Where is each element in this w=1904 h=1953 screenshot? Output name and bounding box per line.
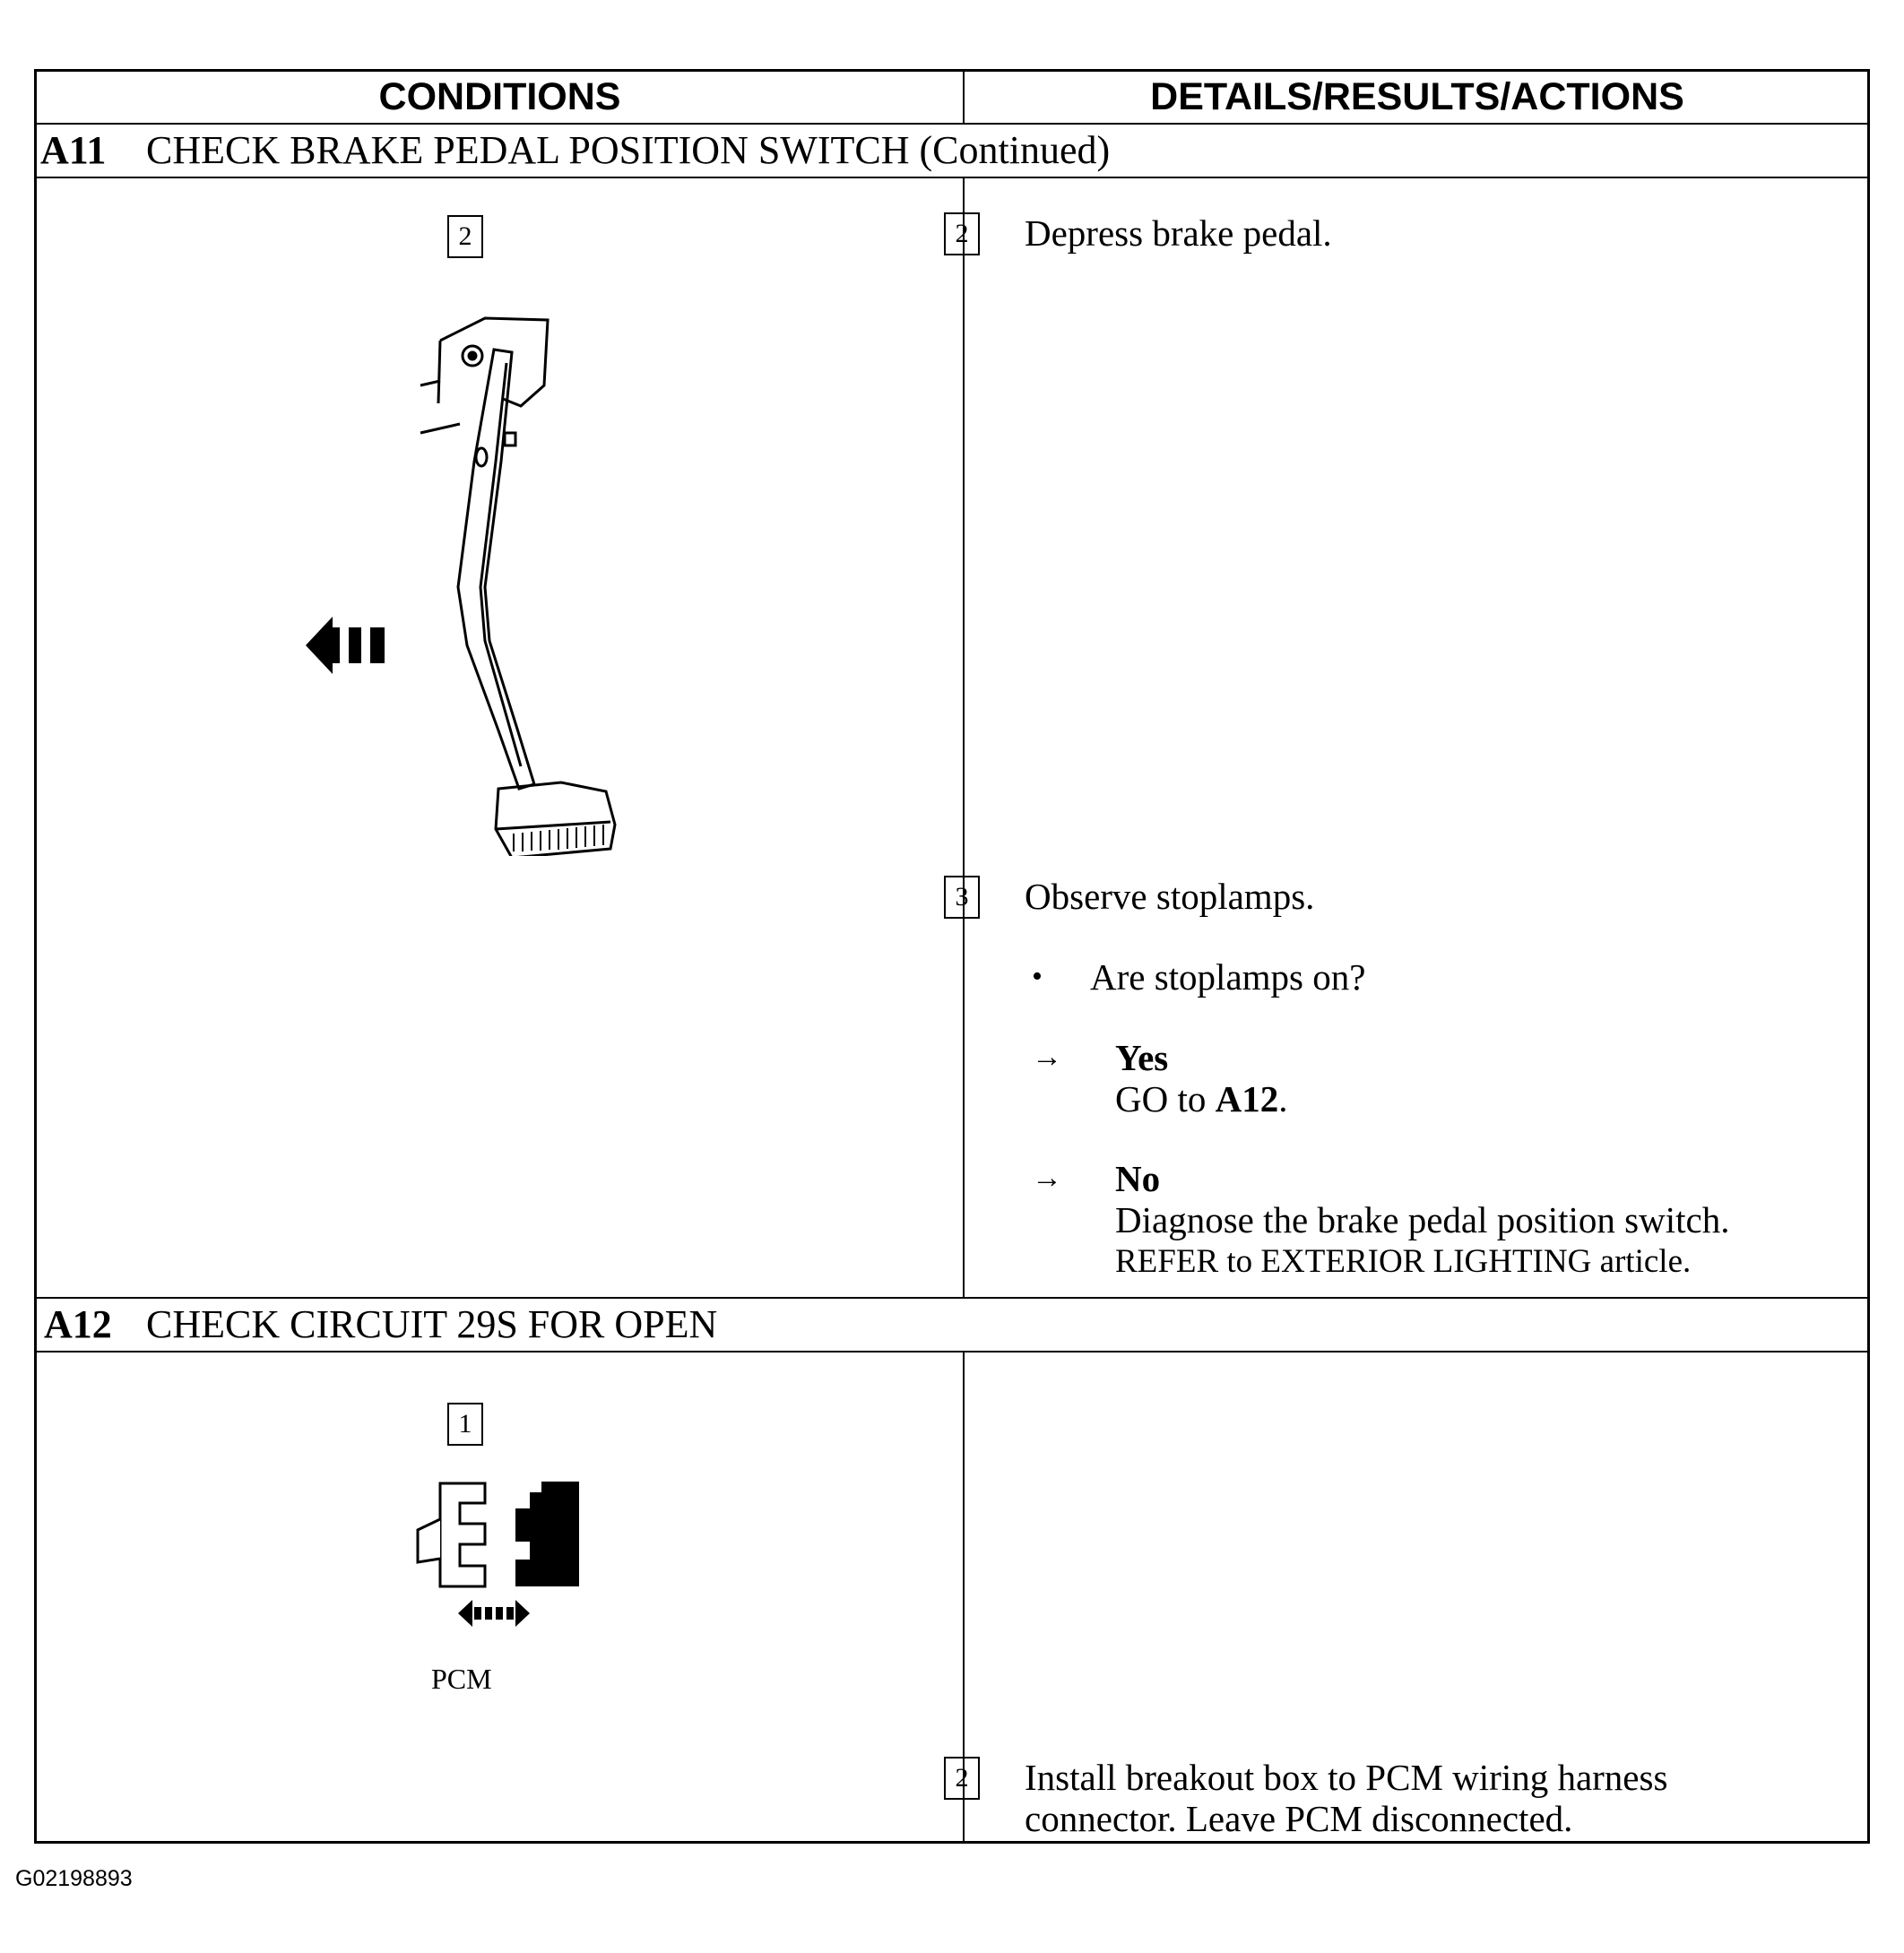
section-id: A12 — [44, 1302, 112, 1346]
a11-figure-step-box: 2 — [447, 215, 483, 258]
no-action-line2: REFER to EXTERIOR LIGHTING article. — [1115, 1243, 1692, 1280]
yes-action-prefix: GO to — [1115, 1078, 1216, 1119]
a11-step-3-question: Are stoplamps on? — [1090, 956, 1366, 998]
a12-step-2-number: 2 — [944, 1757, 980, 1800]
bullet-icon: • — [1032, 960, 1043, 993]
no-arrow-icon: → — [1032, 1162, 1062, 1195]
pcm-connector-illustration — [416, 1482, 579, 1627]
a12-figure-step-box: 1 — [447, 1403, 483, 1446]
yes-action-ref: A12 — [1215, 1078, 1279, 1119]
a12-title-rule — [37, 1351, 1867, 1352]
brake-pedal-illustration — [420, 316, 617, 856]
no-label: No — [1115, 1158, 1161, 1199]
push-direction-arrow-icon — [306, 617, 385, 674]
section-title: CHECK CIRCUIT 29S FOR OPEN — [146, 1302, 718, 1346]
pcm-label: PCM — [431, 1663, 492, 1695]
no-action-line1: Diagnose the brake pedal position switch… — [1115, 1199, 1730, 1240]
a11-divider — [963, 178, 965, 1297]
header-divider — [963, 72, 965, 123]
a12-step-2-line1: Install breakout box to PCM wiring harne… — [1025, 1757, 1668, 1798]
a11-step-3-number: 3 — [944, 876, 980, 919]
details-header: DETAILS/RESULTS/ACTIONS — [1150, 75, 1684, 118]
a12-step-2-line2: connector. Leave PCM disconnected. — [1025, 1798, 1573, 1839]
a11-step-3-text: Observe stoplamps. — [1025, 876, 1315, 917]
a11-step-2-number: 2 — [944, 212, 980, 255]
section-id: A11 — [40, 128, 107, 172]
a12-divider — [963, 1352, 965, 1844]
a11-bottom-rule — [37, 1297, 1867, 1299]
yes-arrow-icon: → — [1032, 1041, 1062, 1074]
yes-label: Yes — [1115, 1037, 1169, 1078]
yes-action: GO to A12. — [1115, 1078, 1287, 1119]
section-a11-title: A11 CHECK BRAKE PEDAL POSITION SWITCH (C… — [37, 123, 1865, 178]
procedure-table: CONDITIONS DETAILS/RESULTS/ACTIONS A11 C… — [34, 69, 1870, 1844]
yes-action-suffix: . — [1278, 1078, 1288, 1119]
header-rule — [37, 123, 1867, 125]
conditions-header: CONDITIONS — [378, 75, 621, 118]
figure-code: G02198893 — [15, 1866, 133, 1891]
section-title: CHECK BRAKE PEDAL POSITION SWITCH (Conti… — [146, 128, 1111, 172]
a11-title-rule — [37, 177, 1867, 178]
a11-step-2-text: Depress brake pedal. — [1025, 212, 1332, 254]
section-a12-title: A12 CHECK CIRCUIT 29S FOR OPEN — [37, 1297, 1865, 1352]
